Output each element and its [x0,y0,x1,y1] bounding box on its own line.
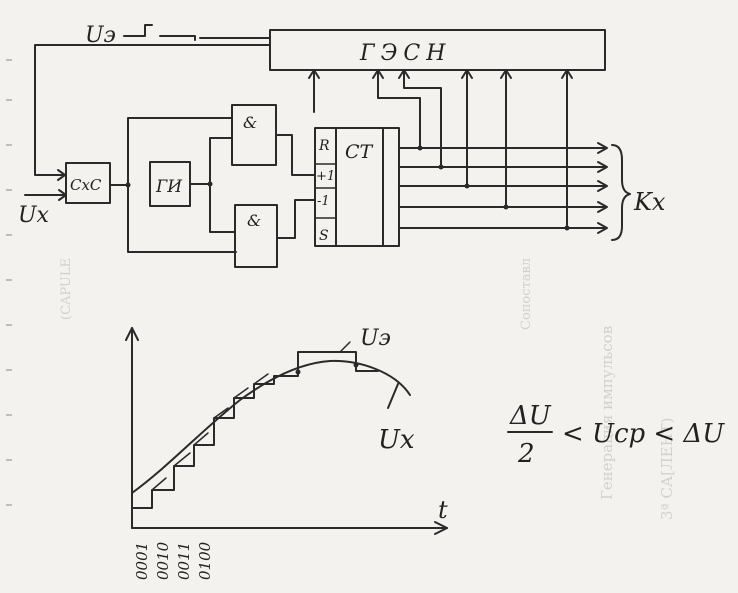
sample-dot-1 [295,369,301,375]
tap-arrow-6 [561,69,573,79]
tap-dot-2 [417,145,423,151]
counter-pin-s: S [319,228,329,244]
sample-tick-5 [233,387,249,399]
and-gate-lower [234,204,278,268]
code-label-0011: 0011 [175,542,193,580]
code-label-0100: 0100 [196,541,214,580]
timing-graph: t Uэ Ux 0001 0010 0011 0100 [125,326,448,580]
bleed-text-3: Генерация импульсов [598,326,616,500]
sample-tick-6 [253,373,269,385]
tap-arrow-1 [308,69,320,79]
dac-label: ГЭСН [359,41,451,66]
tap-arrow-5 [500,69,512,79]
counter-pin-plus1: +1 [316,169,335,184]
reference-step-leader [339,341,351,353]
tap-line-2 [377,69,421,149]
and-upper-output [275,134,316,176]
dac-taps [308,69,573,231]
feedback-line [34,44,271,176]
tap-arrow-2 [372,69,384,79]
sample-tick-4 [213,407,229,419]
code-label-0010: 0010 [154,541,172,580]
output-arrow-4 [597,201,608,213]
counter-pin-r: R [318,138,330,154]
bleed-text-1: (CAPULE [59,258,74,320]
margin-marks [6,59,12,506]
output-arrow-3 [597,180,608,192]
sample-dot-2 [353,362,359,368]
sample-tick-3 [193,432,209,446]
output-arrow-1 [597,142,608,154]
output-brace [611,144,631,241]
comparator-label: СхС [70,176,102,194]
tap-arrow-4 [461,69,473,79]
sample-tick-2 [173,452,191,467]
tap-dot-5 [503,204,509,210]
code-label-0001: 0001 [133,542,151,580]
formula: ΔU 2 < Ucp < ΔU [507,401,725,469]
reference-step-label: Uэ [360,326,391,351]
generator-bus [209,137,236,233]
and-gate-upper-label: & [243,113,257,132]
tap-arrow-3 [398,69,410,79]
tap-dot-3 [438,164,444,170]
tap-dot-6 [564,225,570,231]
counter-label: СТ [345,141,374,163]
analog-signal [131,359,411,494]
y-axis-arrow [125,327,139,341]
generator-label: ГИ [155,177,183,197]
formula-relation: < Ucp < ΔU [562,419,725,449]
analog-signal-tail [387,383,399,409]
tap-dot-4 [464,183,470,189]
bleed-through-text: (CAPULE Сопоставл Генерация импульсов 3ª… [59,258,676,520]
formula-denominator: 2 [517,439,535,469]
x-axis-arrow [434,521,448,535]
x-axis-label: t [438,496,448,524]
input-label: Ux [18,203,50,228]
output-arrow-5 [597,222,608,234]
counter-pin-minus1: -1 [317,194,330,209]
input-arrow [58,189,67,201]
output-label: Kx [633,188,666,216]
and-gate-lower-label: & [247,211,261,230]
block-diagram: ГЭСН Uэ СхС Ux ГИ & & [18,23,666,268]
formula-numerator: ΔU [509,401,552,431]
signal-label: Ux [378,425,415,455]
sample-tick-1 [151,477,167,491]
staircase-signal [131,351,379,509]
counter-outputs [398,142,608,234]
ref-voltage-line [123,24,271,41]
dac-block [269,29,606,71]
sample-ticks [151,362,359,491]
and-lower-output [276,199,316,239]
output-arrow-2 [597,161,608,173]
ref-voltage-label: Uэ [85,23,116,48]
bleed-text-4: 3ª СА[ЛЕНТ) [658,417,676,520]
bleed-text-2: Сопоставл [519,258,534,330]
tap-line-3 [403,69,442,168]
comparator-block [65,162,111,204]
